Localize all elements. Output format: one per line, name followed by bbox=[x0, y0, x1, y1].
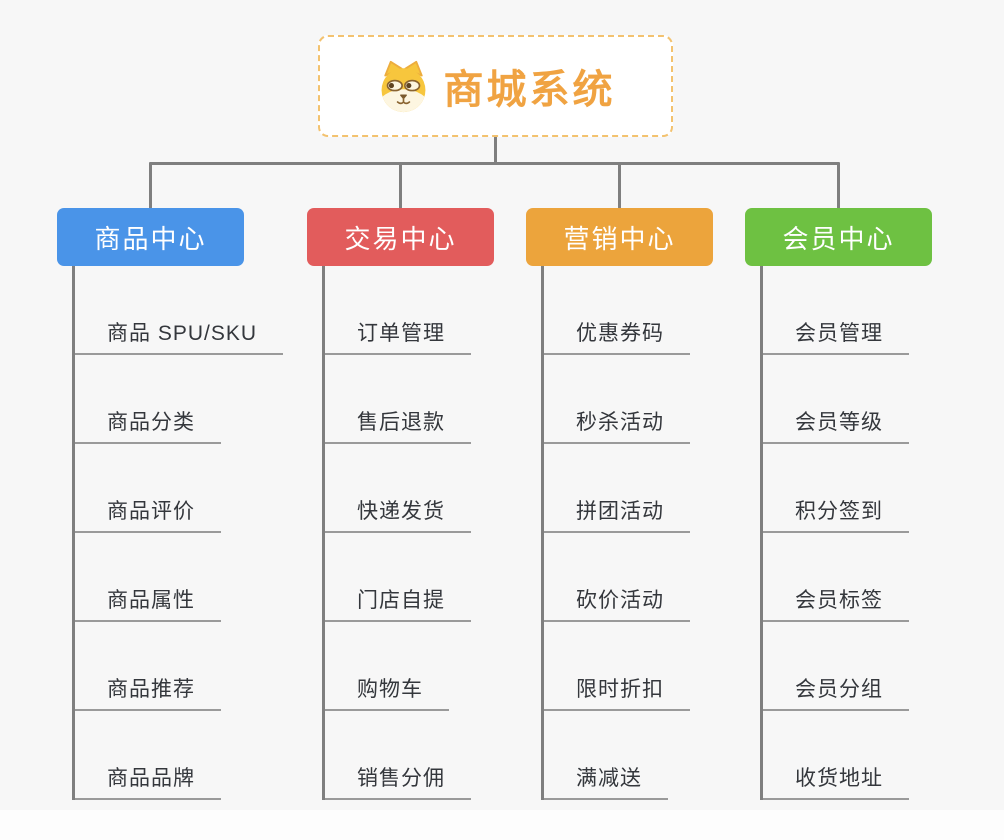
sub-node-label: 限时折扣 bbox=[544, 673, 690, 711]
branch-marketing-center: 营销中心 优惠券码秒杀活动拼团活动砍价活动限时折扣满减送 bbox=[526, 208, 713, 800]
sub-node-label: 秒杀活动 bbox=[544, 406, 690, 444]
sub-node[interactable]: 会员等级 bbox=[763, 355, 932, 444]
sub-node[interactable]: 会员分组 bbox=[763, 622, 932, 711]
connector-drop-trade bbox=[399, 162, 402, 209]
root-title: 商城系统 bbox=[443, 68, 616, 112]
sub-node-label: 优惠券码 bbox=[544, 317, 690, 355]
sub-node[interactable]: 售后退款 bbox=[325, 355, 494, 444]
sub-node[interactable]: 商品属性 bbox=[75, 533, 244, 622]
sub-node-label: 会员标签 bbox=[763, 584, 909, 622]
sub-node-label: 拼团活动 bbox=[544, 495, 690, 533]
sub-node-label: 会员等级 bbox=[763, 406, 909, 444]
sub-node[interactable]: 满减送 bbox=[544, 711, 713, 800]
connector-drop-marketing bbox=[618, 162, 621, 209]
sub-node-label: 满减送 bbox=[544, 762, 668, 800]
canvas-bottom-edge bbox=[0, 810, 1004, 840]
sub-node[interactable]: 拼团活动 bbox=[544, 444, 713, 533]
branch-trade-center: 交易中心 订单管理售后退款快递发货门店自提购物车销售分佣 bbox=[307, 208, 494, 800]
branch-header-product-center[interactable]: 商品中心 bbox=[57, 208, 244, 266]
sub-node[interactable]: 商品评价 bbox=[75, 444, 244, 533]
sub-node[interactable]: 积分签到 bbox=[763, 444, 932, 533]
sub-node-label: 商品分类 bbox=[75, 406, 221, 444]
sub-node[interactable]: 秒杀活动 bbox=[544, 355, 713, 444]
sub-node[interactable]: 商品分类 bbox=[75, 355, 244, 444]
sub-node[interactable]: 商品 SPU/SKU bbox=[75, 266, 284, 355]
sub-node-label: 商品推荐 bbox=[75, 673, 221, 711]
branch-items-product-center: 商品 SPU/SKU 商品分类商品评价商品属性商品推荐商品品牌 bbox=[72, 266, 284, 800]
sub-node-label: 售后退款 bbox=[325, 406, 471, 444]
sub-node[interactable]: 会员标签 bbox=[763, 533, 932, 622]
sub-node-label: 商品属性 bbox=[75, 584, 221, 622]
sub-node[interactable]: 商品推荐 bbox=[75, 622, 244, 711]
sub-node-label: 快递发货 bbox=[325, 495, 471, 533]
sub-node[interactable]: 会员管理 bbox=[763, 266, 932, 355]
sub-node-label: 购物车 bbox=[325, 673, 449, 711]
sub-node-label: 订单管理 bbox=[325, 317, 471, 355]
sub-node[interactable]: 销售分佣 bbox=[325, 711, 494, 800]
sub-node[interactable]: 优惠券码 bbox=[544, 266, 713, 355]
connector-drop-product bbox=[149, 162, 152, 209]
sub-node-label: 商品 SPU/SKU bbox=[75, 317, 284, 355]
dog-face-icon bbox=[381, 60, 425, 112]
sub-node-label: 会员管理 bbox=[763, 317, 909, 355]
sub-node-label: 商品评价 bbox=[75, 495, 221, 533]
sub-node-label: 商品品牌 bbox=[75, 762, 221, 800]
sub-node[interactable]: 收货地址 bbox=[763, 711, 932, 800]
sub-node[interactable]: 砍价活动 bbox=[544, 533, 713, 622]
branch-header-marketing-center[interactable]: 营销中心 bbox=[526, 208, 713, 266]
sub-node[interactable]: 商品品牌 bbox=[75, 711, 244, 800]
branch-member-center: 会员中心 会员管理会员等级积分签到会员标签会员分组收货地址 bbox=[745, 208, 932, 800]
sub-node[interactable]: 限时折扣 bbox=[544, 622, 713, 711]
branch-product-center: 商品中心 商品 SPU/SKU 商品分类商品评价商品属性商品推荐商品品牌 bbox=[57, 208, 284, 800]
sub-node-label: 砍价活动 bbox=[544, 584, 690, 622]
connector-drop-member bbox=[837, 162, 840, 209]
connector-bus bbox=[149, 162, 840, 165]
sub-node-label: 销售分佣 bbox=[325, 762, 471, 800]
sub-node-label: 门店自提 bbox=[325, 584, 471, 622]
connector-root-drop bbox=[494, 136, 497, 165]
branch-header-trade-center[interactable]: 交易中心 bbox=[307, 208, 494, 266]
root-node[interactable]: 商城系统 bbox=[318, 35, 673, 137]
sub-node[interactable]: 门店自提 bbox=[325, 533, 494, 622]
branch-items-trade-center: 订单管理售后退款快递发货门店自提购物车销售分佣 bbox=[322, 266, 494, 800]
branch-items-marketing-center: 优惠券码秒杀活动拼团活动砍价活动限时折扣满减送 bbox=[541, 266, 713, 800]
sub-node-label: 会员分组 bbox=[763, 673, 909, 711]
branch-items-member-center: 会员管理会员等级积分签到会员标签会员分组收货地址 bbox=[760, 266, 932, 800]
sub-node[interactable]: 快递发货 bbox=[325, 444, 494, 533]
sub-node[interactable]: 订单管理 bbox=[325, 266, 494, 355]
branch-header-member-center[interactable]: 会员中心 bbox=[745, 208, 932, 266]
sub-node-label: 收货地址 bbox=[763, 762, 909, 800]
sub-node[interactable]: 购物车 bbox=[325, 622, 494, 711]
sub-node-label: 积分签到 bbox=[763, 495, 909, 533]
